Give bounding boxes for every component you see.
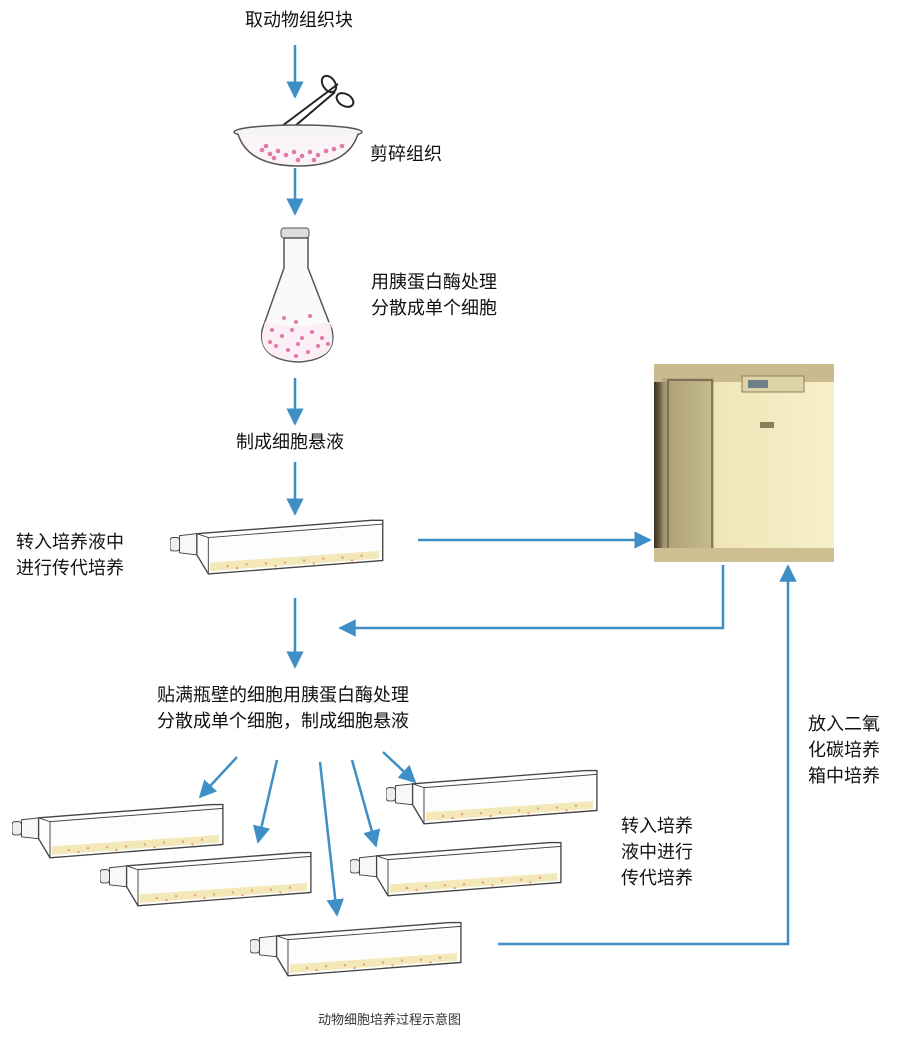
- culture-bottle-2: [100, 851, 312, 907]
- scissors-icon: [281, 74, 355, 133]
- step-mince: 剪碎组织: [370, 144, 442, 165]
- diagram-caption: 动物细胞培养过程示意图: [318, 1013, 462, 1028]
- step-subculture-line3: 传代培养: [621, 868, 693, 889]
- arrow-incubator-return: [338, 565, 725, 637]
- step-take-tissue: 取动物组织块: [245, 10, 353, 31]
- step-suspension: 制成细胞悬液: [236, 432, 344, 453]
- step-transfer-line2: 进行传代培养: [16, 558, 124, 579]
- petri-dish-icon: [233, 124, 363, 167]
- step-adherent-line1: 贴满瓶壁的细胞用胰蛋白酶处理: [157, 685, 409, 706]
- arrow-fan-4: [350, 759, 381, 848]
- culture-bottle-5: [386, 769, 598, 825]
- step-trypsin-line1: 用胰蛋白酶处理: [371, 272, 497, 293]
- step-subculture-line2: 液中进行: [621, 842, 693, 863]
- culture-bottle-3: [250, 921, 462, 977]
- step-subculture-line1: 转入培养: [621, 816, 693, 837]
- step-incubator-line3: 箱中培养: [808, 766, 880, 787]
- step-transfer-line1: 转入培养液中: [16, 532, 124, 553]
- step-incubator-line2: 化碳培养: [808, 740, 880, 761]
- step-incubator-line1: 放入二氧: [808, 714, 880, 735]
- arrow-fan-2: [253, 759, 279, 844]
- culture-bottle-1: [12, 803, 224, 859]
- co2-incubator-image: [654, 364, 834, 562]
- arrow-fan-3: [318, 761, 344, 917]
- culture-bottle-main: [170, 519, 384, 575]
- flow-arrows: [198, 45, 797, 946]
- step-trypsin-line2: 分散成单个细胞: [371, 298, 497, 319]
- culture-bottle-4: [350, 841, 562, 897]
- arrow-fan-1: [198, 756, 238, 799]
- erlenmeyer-flask-icon: [260, 227, 334, 363]
- arrow-subculture-to-incubator: [498, 564, 797, 946]
- step-adherent-line2: 分散成单个细胞，制成细胞悬液: [157, 711, 409, 732]
- arrow-fan-5: [382, 751, 417, 784]
